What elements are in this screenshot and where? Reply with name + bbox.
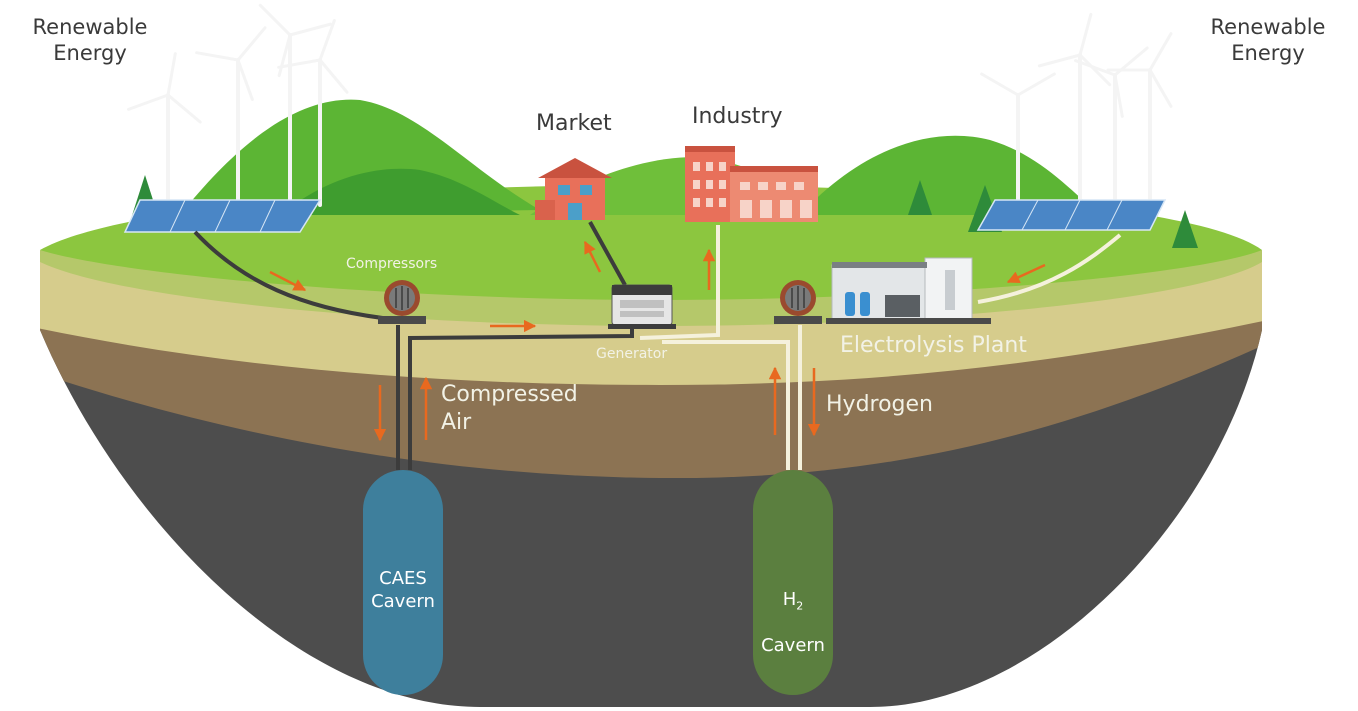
wind-turbine-icon — [1074, 46, 1149, 212]
solar-panel-icon — [976, 199, 1167, 231]
h2-symbol: H — [782, 588, 797, 610]
tree-icon — [908, 180, 932, 215]
hill-right — [800, 135, 1100, 215]
renewable-power-cable-left — [193, 230, 401, 322]
wind-turbine-icon — [1106, 32, 1173, 217]
wind-turbine-icon — [195, 26, 267, 207]
caes-cavern — [363, 470, 443, 695]
hill-left-dark — [280, 168, 520, 215]
caes-cavern-label: CAES Cavern — [371, 568, 435, 612]
hydrogen-pipe-generator — [662, 340, 790, 470]
renewable-energy-label-left: Renewable Energy — [32, 15, 148, 66]
h2-cavern-word: Cavern — [761, 635, 825, 657]
wind-turbines — [127, 3, 1173, 217]
industry-supply-pipe — [639, 225, 720, 340]
caes-pipe-up — [408, 325, 634, 470]
arrow-icon — [583, 240, 602, 273]
generator-icon — [608, 284, 676, 329]
solar-panels-left — [123, 199, 322, 233]
hydrogen-label: Hydrogen — [826, 392, 933, 417]
renewable-power-cable-right — [977, 233, 1122, 304]
electrolysis-plant-icon — [826, 257, 991, 324]
compressors-label: Compressors — [346, 256, 438, 272]
wind-turbine-icon — [258, 3, 333, 202]
solar-panels-right — [976, 199, 1167, 231]
compressed-air-label: Compressed Air — [441, 382, 578, 435]
market-building-icon — [535, 158, 612, 220]
industry-label: Industry — [692, 104, 783, 129]
arrow-icon — [269, 270, 307, 292]
generator-to-market-cable — [588, 221, 627, 286]
h2-subscript: 2 — [796, 599, 804, 613]
wind-turbine-icon — [127, 52, 202, 212]
market-label: Market — [536, 111, 612, 136]
h2-cavern-label: H2 Cavern — [748, 566, 838, 658]
wind-turbine-icon — [277, 19, 349, 207]
h2-cavern — [753, 470, 833, 695]
compressor-right-icon — [774, 280, 822, 324]
arrow-icon — [1006, 263, 1046, 284]
wind-turbine-icon — [1037, 12, 1112, 207]
hills — [180, 99, 1100, 215]
compressor-left-icon — [378, 280, 426, 324]
tree-icon — [1172, 210, 1198, 248]
flow-arrows — [269, 240, 1046, 442]
renewable-energy-label-right: Renewable Energy — [1210, 15, 1326, 66]
generator-label: Generator — [596, 346, 668, 362]
industry-building-icon — [685, 146, 818, 222]
electrolysis-plant-label: Electrolysis Plant — [840, 333, 1027, 358]
pipes — [193, 221, 1122, 470]
wind-turbine-icon — [980, 72, 1056, 212]
